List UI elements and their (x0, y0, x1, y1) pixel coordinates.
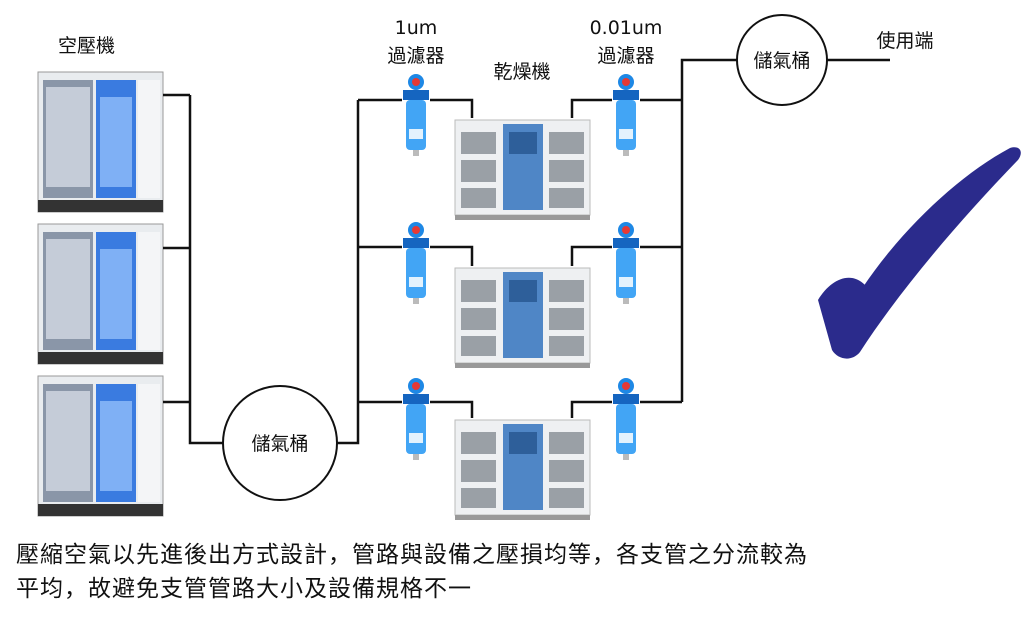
compressor-label: 空壓機 (58, 35, 115, 57)
filter-001um-1 (613, 74, 639, 156)
filter-1um-2 (403, 222, 429, 304)
filter-1um-size-label: 1um (395, 17, 438, 39)
caption-line-1: 壓縮空氣以先進後出方式設計，管路與設備之壓損均等，各支管之分流較為 (16, 542, 808, 568)
dryer-label: 乾燥機 (493, 61, 550, 83)
filter-1um-1 (403, 74, 429, 156)
tank-bottom-label: 儲氣桶 (251, 433, 308, 455)
dryer-2 (454, 267, 591, 369)
air-compressor-2 (37, 223, 164, 365)
dryer-3 (454, 419, 591, 521)
filter-001um-2 (613, 222, 639, 304)
filter-1um-3 (403, 378, 429, 460)
dryer-1 (454, 119, 591, 221)
filter-1um-label: 過濾器 (387, 45, 444, 67)
storage-tank-inlet (222, 385, 338, 501)
piping (163, 58, 890, 445)
filter-001um-size-label: 0.01um (590, 17, 663, 39)
use-point-label: 使用端 (876, 30, 933, 52)
tank-top-label: 儲氣桶 (753, 50, 810, 72)
air-compressor-3 (37, 375, 164, 517)
storage-tank-outlet (736, 14, 828, 106)
filter-001um-label: 過濾器 (597, 45, 654, 67)
caption-line-2: 平均，故避免支管管路大小及設備規格不一 (16, 576, 472, 602)
caption: 壓縮空氣以先進後出方式設計，管路與設備之壓損均等，各支管之分流較為 平均，故避免… (16, 538, 1006, 606)
filter-001um-3 (613, 378, 639, 460)
checkmark-icon (818, 147, 1021, 359)
air-compressor-1 (37, 71, 164, 213)
